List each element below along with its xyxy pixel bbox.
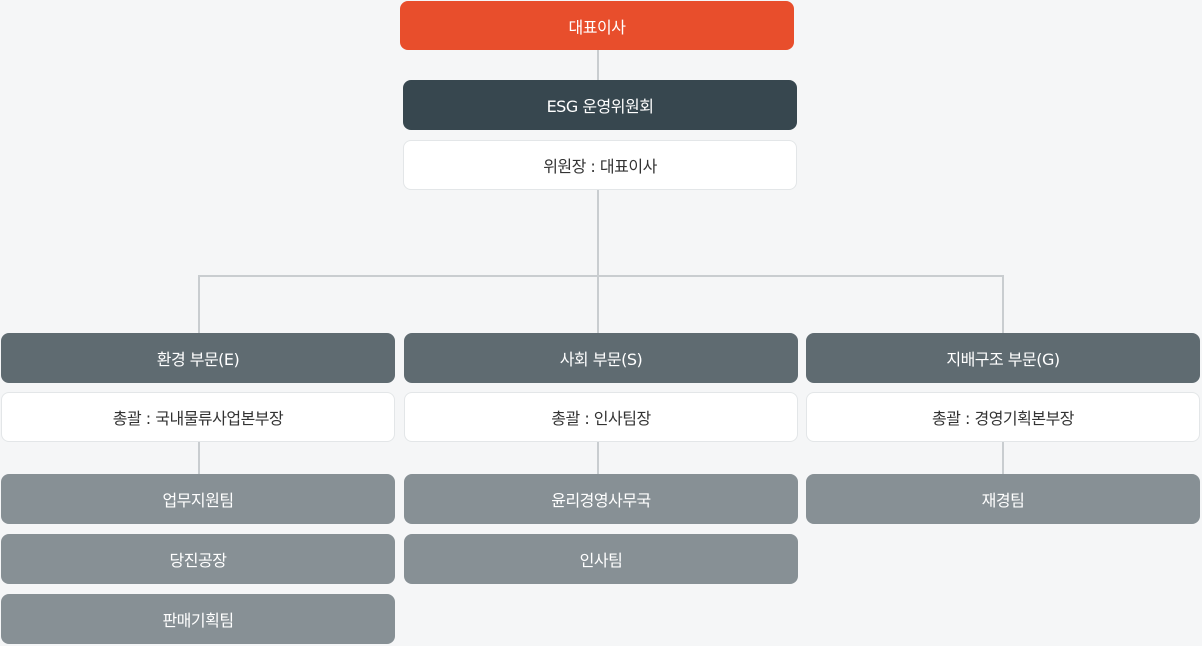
division-environment-supervisor: 총괄 : 국내물류사업본부장 bbox=[1, 392, 395, 442]
ceo-node: 대표이사 bbox=[400, 1, 794, 50]
team-node: 인사팀 bbox=[404, 534, 798, 584]
team-node: 판매기획팀 bbox=[1, 594, 395, 644]
team-node: 당진공장 bbox=[1, 534, 395, 584]
esg-committee-node: ESG 운영위원회 bbox=[403, 80, 797, 130]
committee-chair-node: 위원장 : 대표이사 bbox=[403, 140, 797, 190]
team-node: 윤리경영사무국 bbox=[404, 474, 798, 524]
connector-s-teams bbox=[597, 442, 599, 474]
team-node: 재경팀 bbox=[806, 474, 1200, 524]
connector-e-teams bbox=[198, 442, 200, 474]
connector-ceo-committee bbox=[597, 50, 599, 80]
division-social: 사회 부문(S) bbox=[404, 333, 798, 383]
connector-branch-g bbox=[1002, 275, 1004, 333]
division-environment: 환경 부문(E) bbox=[1, 333, 395, 383]
connector-g-teams bbox=[1002, 442, 1004, 474]
connector-branch-e bbox=[198, 275, 200, 333]
team-node: 업무지원팀 bbox=[1, 474, 395, 524]
division-governance: 지배구조 부문(G) bbox=[806, 333, 1200, 383]
connector-horizontal bbox=[198, 275, 1004, 277]
division-social-supervisor: 총괄 : 인사팀장 bbox=[404, 392, 798, 442]
division-governance-supervisor: 총괄 : 경영기획본부장 bbox=[806, 392, 1200, 442]
connector-committee-trunk bbox=[597, 190, 599, 333]
